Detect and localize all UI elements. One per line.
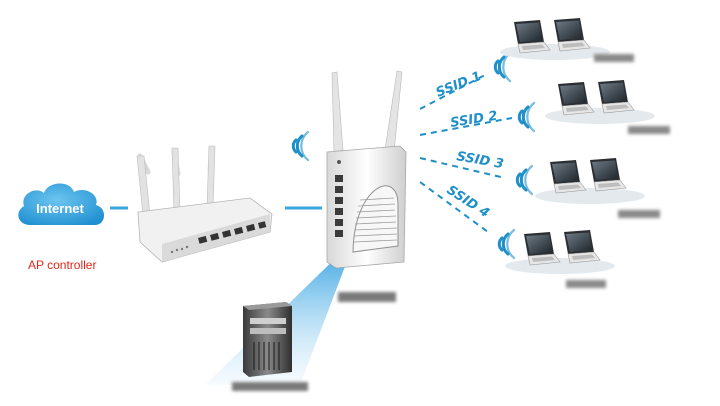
ap-controller-label: AP controller (28, 258, 96, 272)
ssid-4-label: SSID 4 (444, 183, 492, 221)
ap-caption-redacted (338, 292, 396, 302)
laptop-icon (549, 159, 587, 194)
access-point-icon (326, 70, 407, 269)
ssid-2-link (419, 117, 513, 136)
router-icon (136, 145, 273, 263)
internet-label: Internet (36, 201, 84, 216)
ssid-2-label: SSID 2 (449, 109, 498, 131)
ssid-1-label: SSID 1 (434, 69, 484, 101)
client-group-2 (517, 79, 670, 134)
client-group-3 (515, 157, 660, 218)
client-2-caption-redacted (628, 126, 670, 134)
client-2-wifi-icon (517, 101, 536, 133)
client-1-wifi-icon (493, 51, 512, 83)
laptop-icon (513, 19, 551, 54)
laptop-icon (563, 229, 601, 264)
client-group-1 (493, 17, 634, 83)
cloud-icon: Internet (18, 183, 105, 226)
ap-wifi-signal-icon (291, 130, 310, 162)
client-3-caption-redacted (618, 210, 660, 218)
client-4-wifi-icon (497, 228, 516, 260)
client-group-4 (497, 228, 615, 288)
client-3-wifi-icon (515, 164, 534, 196)
server-icon (243, 302, 292, 377)
laptop-icon (589, 157, 627, 192)
laptop-icon (557, 81, 595, 116)
ssid-3-link (419, 157, 506, 179)
laptop-icon (597, 79, 635, 114)
client-1-caption-redacted (594, 54, 634, 62)
laptop-icon (553, 17, 591, 52)
ssid-4-link (419, 181, 489, 233)
client-4-caption-redacted (566, 280, 606, 288)
ssid-1-link (419, 74, 486, 110)
laptop-icon (523, 231, 561, 266)
server-caption-redacted (232, 382, 308, 391)
